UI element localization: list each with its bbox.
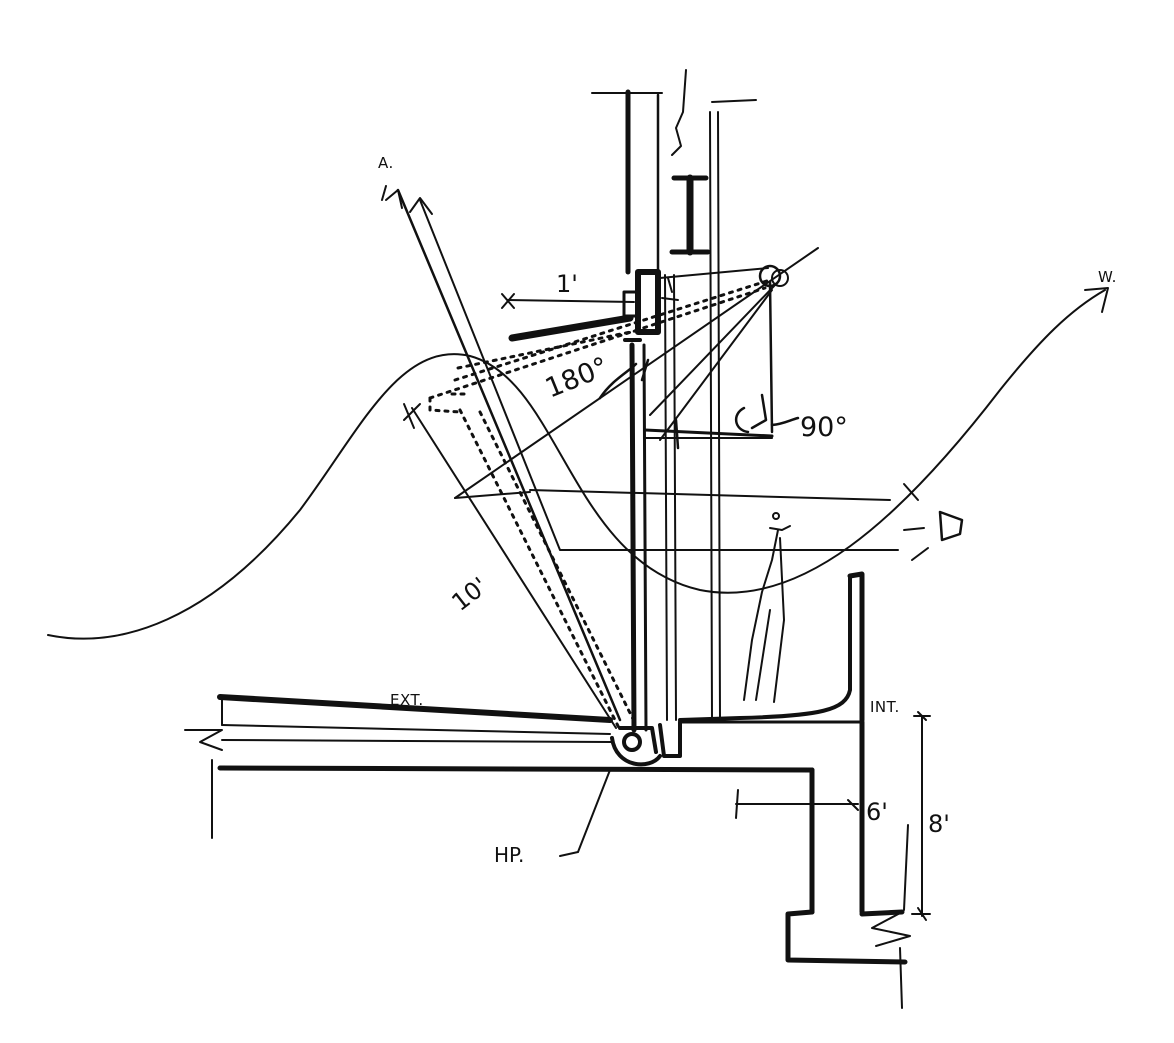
label-overhang-dim: 1' [556, 270, 578, 298]
label-arrow-a: A. [378, 154, 394, 172]
dim-6-line [735, 789, 859, 819]
label-dim-8: 8' [928, 810, 950, 838]
overhang [501, 293, 635, 342]
floor-slab [184, 694, 862, 839]
reflector-box [643, 264, 800, 450]
arrow-a [381, 185, 899, 722]
label-angle-90: 90° [800, 412, 848, 443]
upper-wall [591, 69, 757, 721]
interior-wall [678, 571, 865, 723]
i-beam [669, 174, 711, 256]
top-hinge [622, 269, 679, 342]
label-arrow-w: W. [1098, 268, 1117, 286]
label-ext: EXT. [390, 691, 424, 709]
hinge-point [559, 720, 682, 857]
sun-path-curve [47, 287, 1109, 640]
window-glazing [629, 274, 677, 733]
label-dim-6: 6' [866, 798, 888, 826]
label-hp: HP. [494, 843, 524, 867]
rotation-dimension [403, 403, 617, 729]
dim-8-line [911, 711, 931, 921]
rotation-path [428, 278, 772, 732]
eye-icon [903, 483, 964, 561]
label-rotation-dim: 10' [446, 572, 493, 617]
foundation [785, 719, 911, 1009]
label-int: INT. [870, 698, 900, 716]
person-figure [743, 512, 791, 703]
